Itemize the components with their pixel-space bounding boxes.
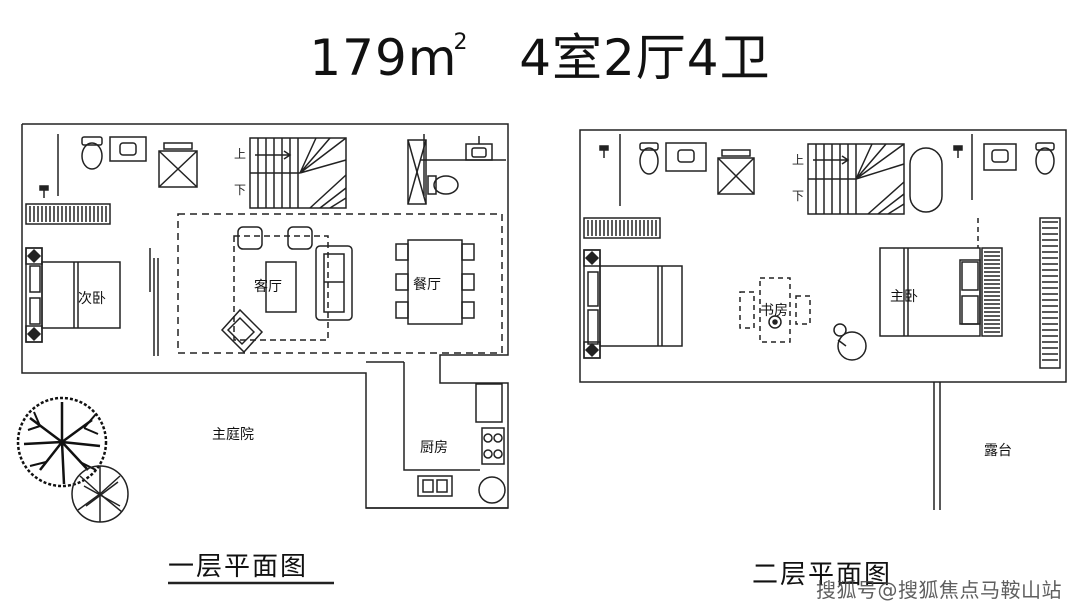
bathtub-icon — [909, 147, 943, 213]
faucet-icon — [599, 145, 609, 158]
floor1-plan — [16, 123, 509, 523]
sofa-icon — [315, 245, 353, 321]
floor2-stair-up-mark: 上 — [792, 153, 804, 167]
wardrobe-icon — [1039, 217, 1061, 369]
room-label-study: 书房 — [760, 303, 788, 319]
wardrobe-icon — [149, 248, 159, 356]
toilet-icon — [81, 136, 103, 170]
faucet-icon — [953, 145, 963, 158]
toilet-icon — [1035, 142, 1055, 175]
floor2-stair-down-mark: 下 — [792, 189, 804, 203]
shower-icon — [717, 149, 755, 195]
bed-icon — [25, 247, 121, 343]
radiator-icon — [583, 217, 661, 239]
radiator-icon — [25, 203, 111, 225]
room-label-main-courtyard: 主庭院 — [212, 427, 254, 443]
sink-icon — [983, 143, 1017, 171]
bed-icon — [879, 247, 981, 337]
armchair-icon — [237, 226, 313, 250]
watermark: 搜狐号@搜狐焦点马鞍山站 — [816, 578, 1062, 602]
desk-chair-icon — [768, 315, 782, 329]
lounge-chair-icon — [833, 323, 867, 361]
room-label-master-bedroom: 主卧 — [890, 289, 918, 305]
toilet-icon — [427, 175, 459, 195]
lounge-chair-icon — [220, 308, 264, 354]
stove-icon — [481, 427, 505, 465]
area-unit-superscript: 2 — [453, 30, 469, 55]
dining-table-icon — [395, 239, 475, 325]
floor2-outer-wall — [579, 129, 1067, 383]
living-rug — [233, 235, 329, 341]
coffee-table-icon — [265, 261, 297, 313]
page-title: 179m2 4室2厅4卫 — [0, 18, 1080, 90]
floor2-plan — [579, 129, 1067, 510]
floor1-stair-up-mark: 上 — [234, 147, 246, 161]
floor1-caption: 一层平面图 — [168, 552, 309, 582]
kitchen-sink-icon — [417, 475, 453, 497]
faucet-icon — [39, 185, 49, 198]
round-table-icon — [478, 476, 506, 504]
kitchen-wall — [403, 362, 480, 471]
room-label-second-bedroom: 次卧 — [78, 291, 106, 307]
floor1-outer-wall — [22, 123, 509, 509]
sink-icon — [665, 142, 707, 172]
shower-icon — [158, 142, 198, 188]
staircase-icon — [807, 143, 905, 215]
layout-value: 4室2厅4卫 — [519, 29, 771, 87]
bed-icon — [583, 249, 683, 359]
tree-icon — [16, 396, 108, 488]
toilet-icon — [639, 142, 659, 175]
sink-icon — [109, 136, 147, 162]
terrace-railing — [933, 382, 941, 510]
room-label-living-room: 客厅 — [254, 279, 282, 295]
tree-icon — [71, 465, 129, 523]
tall-cabinet-icon — [407, 139, 427, 205]
radiator-icon — [981, 247, 1003, 337]
staircase-icon — [249, 137, 347, 209]
living-dining-zone — [177, 213, 503, 354]
fridge-icon — [475, 383, 503, 423]
room-label-terrace: 露台 — [984, 443, 1012, 459]
floor2-caption: 二层平面图 — [752, 560, 893, 590]
sink-icon — [465, 136, 493, 161]
desk-icon — [739, 277, 811, 343]
room-label-kitchen: 厨房 — [420, 440, 448, 456]
area-value: 179m — [309, 29, 458, 87]
floor1-lower-wall — [21, 124, 508, 509]
floor1-stair-down-mark: 下 — [234, 183, 246, 197]
room-label-dining-room: 餐厅 — [413, 277, 441, 293]
